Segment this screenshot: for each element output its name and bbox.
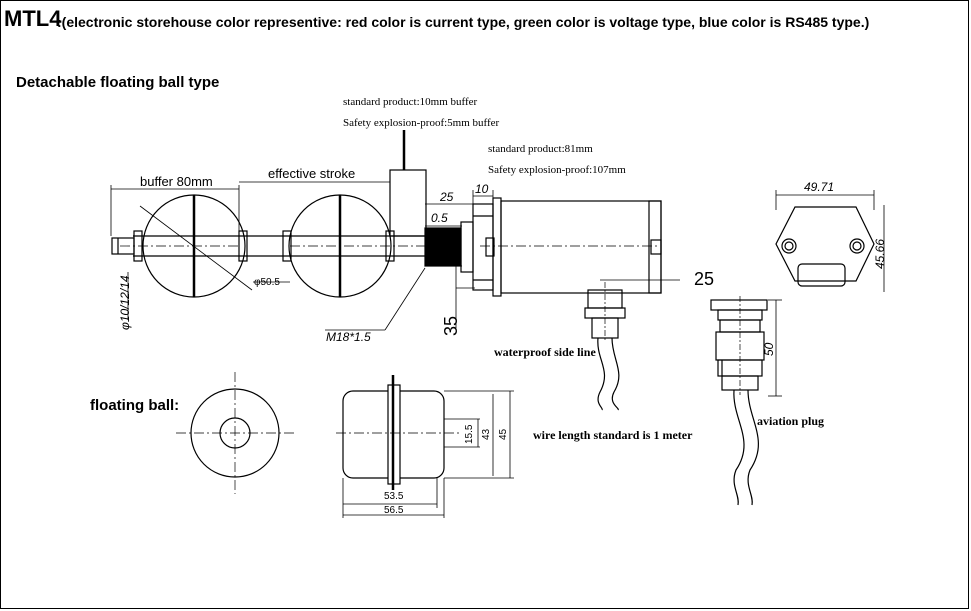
dim-25-top: 25 bbox=[440, 190, 454, 204]
cable-gland bbox=[584, 282, 626, 411]
dim-45-66: 45.66 bbox=[873, 238, 887, 269]
dim-43: 43 bbox=[481, 428, 492, 440]
housing-top-view bbox=[775, 190, 885, 292]
dim-49-71: 49.71 bbox=[804, 180, 835, 194]
floating-ball-front bbox=[176, 372, 294, 494]
color-legend-description: :(electronic storehouse color representi… bbox=[57, 14, 870, 30]
dim-0-5: 0.5 bbox=[431, 211, 448, 225]
dim-10-top: 10 bbox=[475, 182, 489, 196]
label-aviation-plug: aviation plug bbox=[757, 414, 825, 428]
float-ball-right bbox=[288, 194, 440, 298]
note-buffer-explosion: Safety explosion-proof:5mm buffer bbox=[343, 117, 500, 129]
dim-buffer: buffer 80mm bbox=[140, 174, 213, 189]
dim-thread: M18*1.5 bbox=[326, 330, 371, 344]
note-length-standard: standard product:81mm bbox=[488, 143, 593, 155]
thread-section bbox=[424, 197, 502, 297]
label-wire-length: wire length standard is 1 meter bbox=[533, 428, 693, 442]
dim-effective-stroke: effective stroke bbox=[268, 166, 356, 181]
dim-35: 35 bbox=[441, 315, 461, 336]
model-code: MTL4 bbox=[4, 6, 62, 31]
note-length-explosion: Safety explosion-proof:107mm bbox=[488, 164, 626, 176]
dim-phi50-5: φ50.5 bbox=[254, 277, 280, 288]
dim-53-5: 53.5 bbox=[384, 491, 404, 502]
dim-rod-diameter: φ10/12/14 bbox=[118, 275, 132, 330]
main-dimensions bbox=[110, 178, 680, 331]
dim-45: 45 bbox=[498, 428, 509, 440]
aviation-plug-drawing bbox=[710, 296, 782, 506]
float-ball-left bbox=[120, 194, 253, 298]
dim-25-side: 25 bbox=[694, 269, 715, 289]
floating-ball-side bbox=[336, 375, 514, 518]
dim-15-5: 15.5 bbox=[464, 424, 475, 444]
section-title-floating-ball: floating ball: bbox=[90, 397, 180, 414]
note-buffer-standard: standard product:10mm buffer bbox=[343, 96, 478, 108]
dim-50: 50 bbox=[762, 342, 776, 356]
label-waterproof-side-line: waterproof side line bbox=[494, 345, 596, 359]
section-title-detachable: Detachable floating ball type bbox=[16, 74, 220, 91]
electronics-housing bbox=[480, 200, 662, 294]
dim-56-5: 56.5 bbox=[384, 505, 404, 516]
